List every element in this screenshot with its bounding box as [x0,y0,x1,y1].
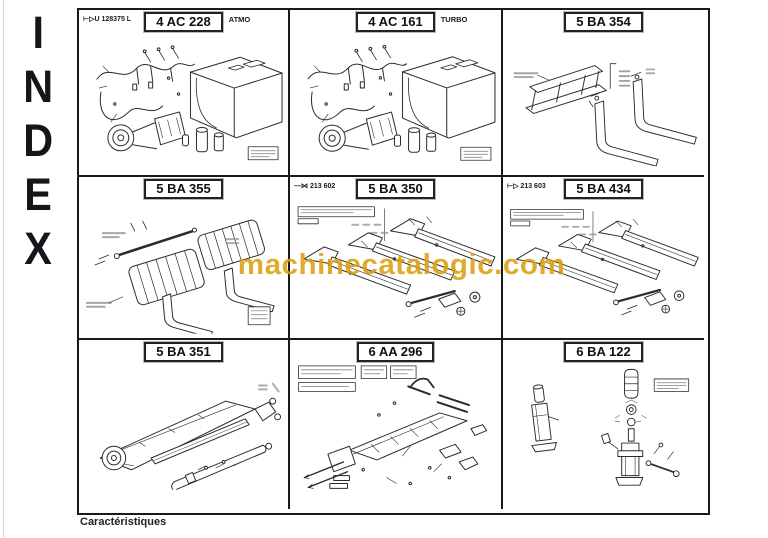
ref-label: ⊢▷ 213 603 [507,183,546,190]
index-letter: N [23,61,54,112]
code-box: 5 BA 351 [144,342,223,362]
code-box: 6 AA 296 [356,342,435,362]
index-cell-6-aa-296[interactable]: 6 AA 296 [290,340,503,509]
diagram-engine-atmo-icon [79,30,288,173]
diagram-fork-carriage-icon [503,30,704,173]
index-grid: ⊢▷U 128375 L 4 AC 228 ATMO 4 AC 161 TURB… [77,8,710,515]
diagram-chassis-frame-icon [290,360,501,507]
cell-header: 4 AC 161 TURBO [290,10,501,32]
index-cell-5-ba-434[interactable]: ⊢▷ 213 603 5 BA 434 [503,177,704,340]
index-cell-5-ba-351[interactable]: 5 BA 351 [79,340,290,509]
index-vertical-title: I N D E X [0,6,77,276]
cell-header: ⊢▷ 213 603 5 BA 434 [503,177,704,199]
index-letter: X [24,223,53,274]
code-box: 5 BA 350 [356,179,435,199]
index-letter: I [32,7,45,58]
ref-label: —⋈ 213 602 [294,183,336,190]
variant-label: TURBO [440,15,468,24]
index-cell-4-ac-228[interactable]: ⊢▷U 128375 L 4 AC 228 ATMO [79,10,290,177]
index-cell-4-ac-161[interactable]: 4 AC 161 TURBO [290,10,503,177]
code-box: 5 BA 354 [564,12,643,32]
variant-label: ATMO [228,15,251,24]
cell-header: 6 AA 296 [290,340,501,362]
diagram-telescopic-boom-icon [79,360,288,507]
index-letter: D [23,115,54,166]
index-letter: E [24,169,53,220]
cell-header: ⊢▷U 128375 L 4 AC 228 ATMO [79,10,288,32]
index-cell-5-ba-354[interactable]: 5 BA 354 [503,10,704,177]
diagram-stabilizer-jacks-icon [503,360,704,507]
ref-label: ⊢▷U 128375 L [83,16,132,23]
index-cell-5-ba-355[interactable]: 5 BA 355 [79,177,290,340]
index-sidebar: I N D E X [0,0,77,538]
code-box: 5 BA 355 [144,179,223,199]
index-cell-5-ba-350[interactable]: —⋈ 213 602 5 BA 350 [290,177,503,340]
cell-header: 5 BA 354 [503,10,704,32]
code-box: 6 BA 122 [564,342,643,362]
cell-header: 5 BA 355 [79,177,288,199]
cell-header: 5 BA 351 [79,340,288,362]
diagram-engine-turbo-icon [290,30,501,173]
code-box: 4 AC 228 [144,12,223,32]
page-edge-line [3,0,4,538]
index-cell-6-ba-122[interactable]: 6 BA 122 [503,340,704,509]
watermark: machinecatalogic.com [237,249,566,281]
cell-header: —⋈ 213 602 5 BA 350 [290,177,501,199]
code-box: 4 AC 161 [356,12,435,32]
cell-header: 6 BA 122 [503,340,704,362]
footer-section-label: Caractéristiques [80,516,167,528]
code-box: 5 BA 434 [564,179,643,199]
